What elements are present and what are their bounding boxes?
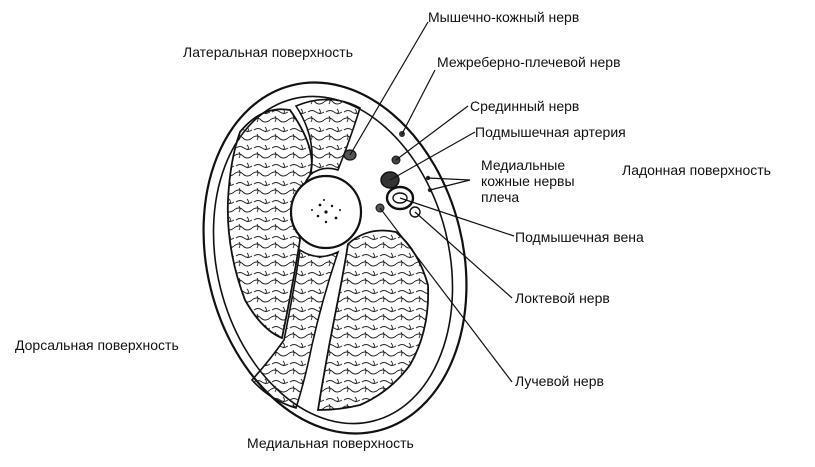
muscle-anterior (294, 98, 361, 178)
label-median-nerve: Срединный нерв (470, 98, 580, 114)
label-axillary-vein: Подмышечная вена (515, 229, 644, 245)
label-radial-nerve: Лучевой нерв (515, 373, 604, 389)
label-palmar-surface: Ладонная поверхность (622, 162, 771, 178)
label-medial-cutaneous-nerves-line3: плеча (481, 189, 520, 205)
leader-lines (349, 21, 515, 383)
label-axillary-artery: Подмышечная артерия (475, 124, 626, 140)
muscle-posterior (250, 248, 340, 409)
label-lateral-surface: Латеральная поверхность (183, 44, 354, 60)
label-medial-cutaneous-nerves-line1: Медиальные (481, 157, 566, 173)
label-intercostobrachial-nerve: Межреберно-плечевой нерв (437, 54, 621, 70)
label-musculocutaneous-nerve: Мышечно-кожный нерв (428, 9, 580, 25)
label-dorsal-surface: Дорсальная поверхность (15, 337, 179, 353)
label-ulnar-nerve: Локтевой нерв (515, 290, 610, 306)
muscle-lateral (226, 108, 313, 340)
label-medial-surface: Медиальная поверхность (247, 435, 414, 451)
bone-marrow-dots (311, 199, 341, 224)
fascia-outline (212, 95, 454, 425)
label-medial-cutaneous-nerves-line2: кожные нервы (481, 173, 575, 189)
axillary-vein-inner (392, 192, 408, 204)
